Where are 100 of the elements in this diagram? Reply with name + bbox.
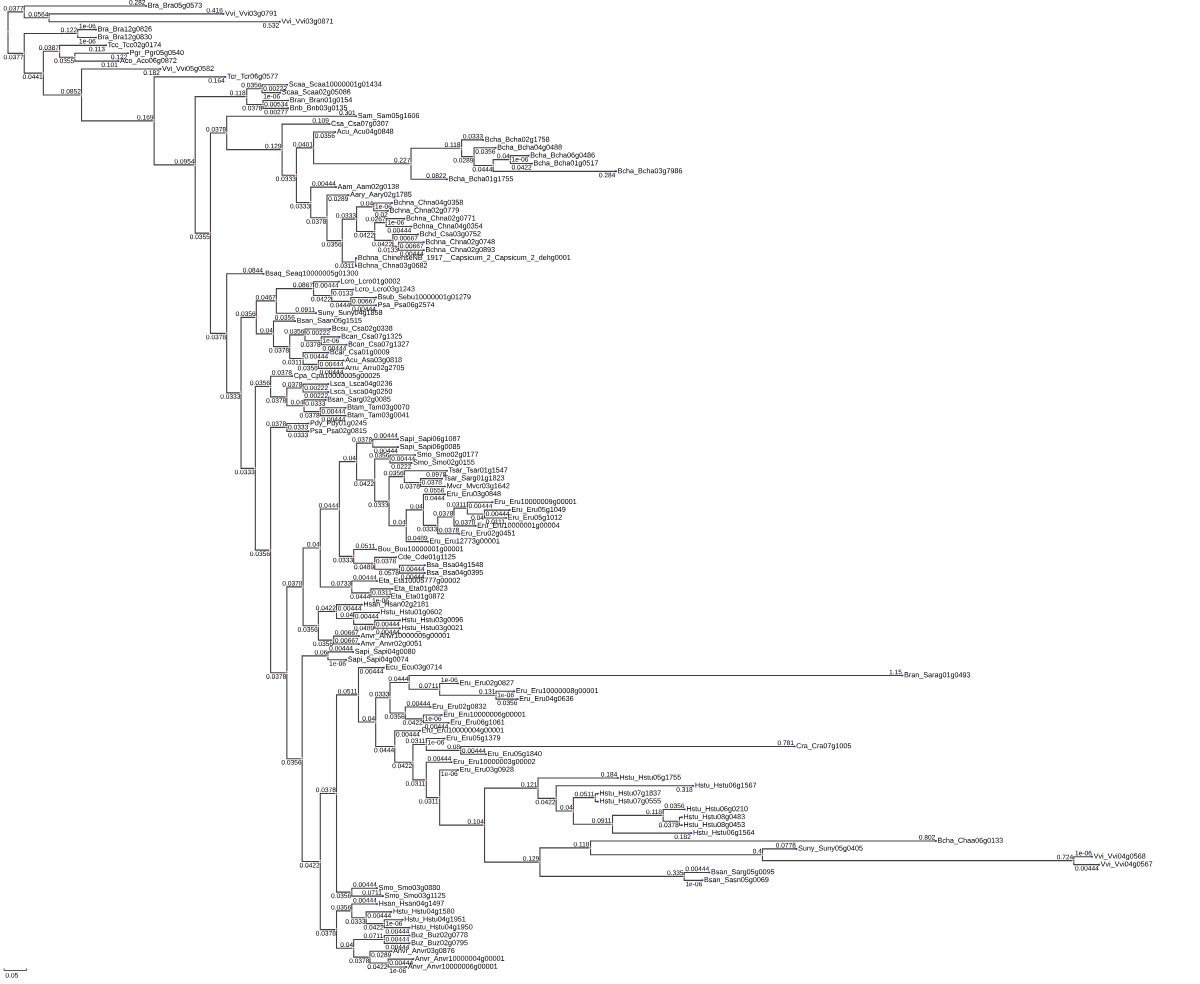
branch-line [350, 296, 378, 301]
branch-line [319, 548, 352, 588]
branch-line [357, 695, 376, 723]
branch-line [23, 54, 43, 74]
branch-line [261, 89, 282, 94]
branch-line [590, 840, 938, 848]
branch-line [1073, 856, 1094, 860]
branch-line [439, 689, 496, 696]
branch-line [353, 557, 375, 564]
branch-line [304, 335, 321, 342]
branch-line [425, 745, 461, 751]
branch-line [310, 186, 338, 202]
branch-line [240, 393, 255, 469]
branch-line [461, 139, 485, 148]
branch-line [23, 5, 148, 12]
branch-line [385, 218, 406, 222]
branch-line [246, 97, 263, 105]
branch-line [392, 241, 398, 247]
branch-line [281, 123, 331, 149]
branch-line [383, 940, 411, 944]
branch-line [295, 175, 311, 204]
branch-line [410, 147, 461, 164]
branch-line [270, 387, 287, 398]
branch-line [59, 44, 108, 51]
branch-line [662, 808, 687, 815]
branch-line [301, 655, 328, 759]
branch-line [539, 847, 590, 862]
branch-line [484, 787, 538, 825]
branch-line [437, 516, 454, 525]
branch-line [365, 918, 384, 925]
branch-line [303, 406, 320, 413]
branch-line [403, 470, 449, 476]
branch-line [23, 12, 49, 19]
branch-line [302, 587, 318, 627]
branch-line [403, 477, 420, 484]
branch-line [761, 848, 798, 855]
branch-line [48, 13, 225, 18]
branch-line [356, 462, 375, 481]
branch-line [412, 743, 426, 762]
branch-line [74, 52, 130, 57]
branch-line [289, 334, 305, 347]
branch-line [611, 814, 663, 824]
branch-line [611, 824, 693, 834]
branch-line [678, 816, 684, 821]
branch-line [473, 157, 493, 167]
branch-line [461, 148, 474, 158]
branch-line [209, 233, 227, 334]
branch-line [398, 246, 426, 251]
branch-line [326, 194, 350, 218]
branch-line [302, 388, 330, 393]
branch-line [226, 133, 282, 151]
branch-line [194, 165, 210, 234]
branch-line [353, 938, 384, 948]
branch-line [389, 681, 409, 698]
branch-line [388, 476, 404, 501]
branch-line [270, 426, 287, 550]
branch-line [539, 862, 684, 877]
branch-line [335, 604, 364, 611]
branch-line [286, 422, 310, 427]
branch-line [48, 18, 282, 23]
branch-line [399, 564, 427, 569]
branch-line [77, 34, 98, 39]
branch-line [153, 121, 195, 166]
branch-line [453, 507, 467, 517]
branch-line [683, 877, 704, 881]
branch-line [356, 219, 375, 233]
branch-line [509, 160, 534, 165]
branch-line [295, 147, 313, 175]
branch-line [286, 673, 302, 760]
branch-line [389, 459, 413, 464]
branch-line [338, 461, 356, 509]
branch-line [59, 51, 75, 58]
branch-line [439, 682, 460, 689]
branch-line [394, 730, 422, 746]
branch-line [355, 262, 358, 267]
branch-line [335, 612, 354, 619]
branch-line [7, 11, 24, 32]
branch-line [555, 785, 695, 798]
branch-line [439, 769, 460, 797]
branch-line [383, 934, 411, 939]
branch-line [270, 375, 294, 386]
branch-line [537, 777, 620, 788]
branch-line [509, 155, 530, 159]
branch-line [302, 383, 330, 388]
branch-line [286, 428, 310, 432]
branch-line [422, 719, 451, 724]
branch-line [226, 273, 265, 333]
branch-line [460, 745, 796, 750]
branch-line [412, 762, 426, 781]
branch-line [317, 365, 345, 369]
branch-line [270, 550, 287, 674]
branch-line [310, 203, 327, 219]
branch-line [1073, 861, 1101, 866]
branch-line [420, 478, 444, 482]
branch-line [555, 799, 573, 812]
branch-line [153, 76, 227, 121]
branch-line [313, 289, 332, 297]
branch-line [374, 563, 399, 570]
branch-line [370, 593, 391, 598]
branch-line [209, 132, 227, 233]
